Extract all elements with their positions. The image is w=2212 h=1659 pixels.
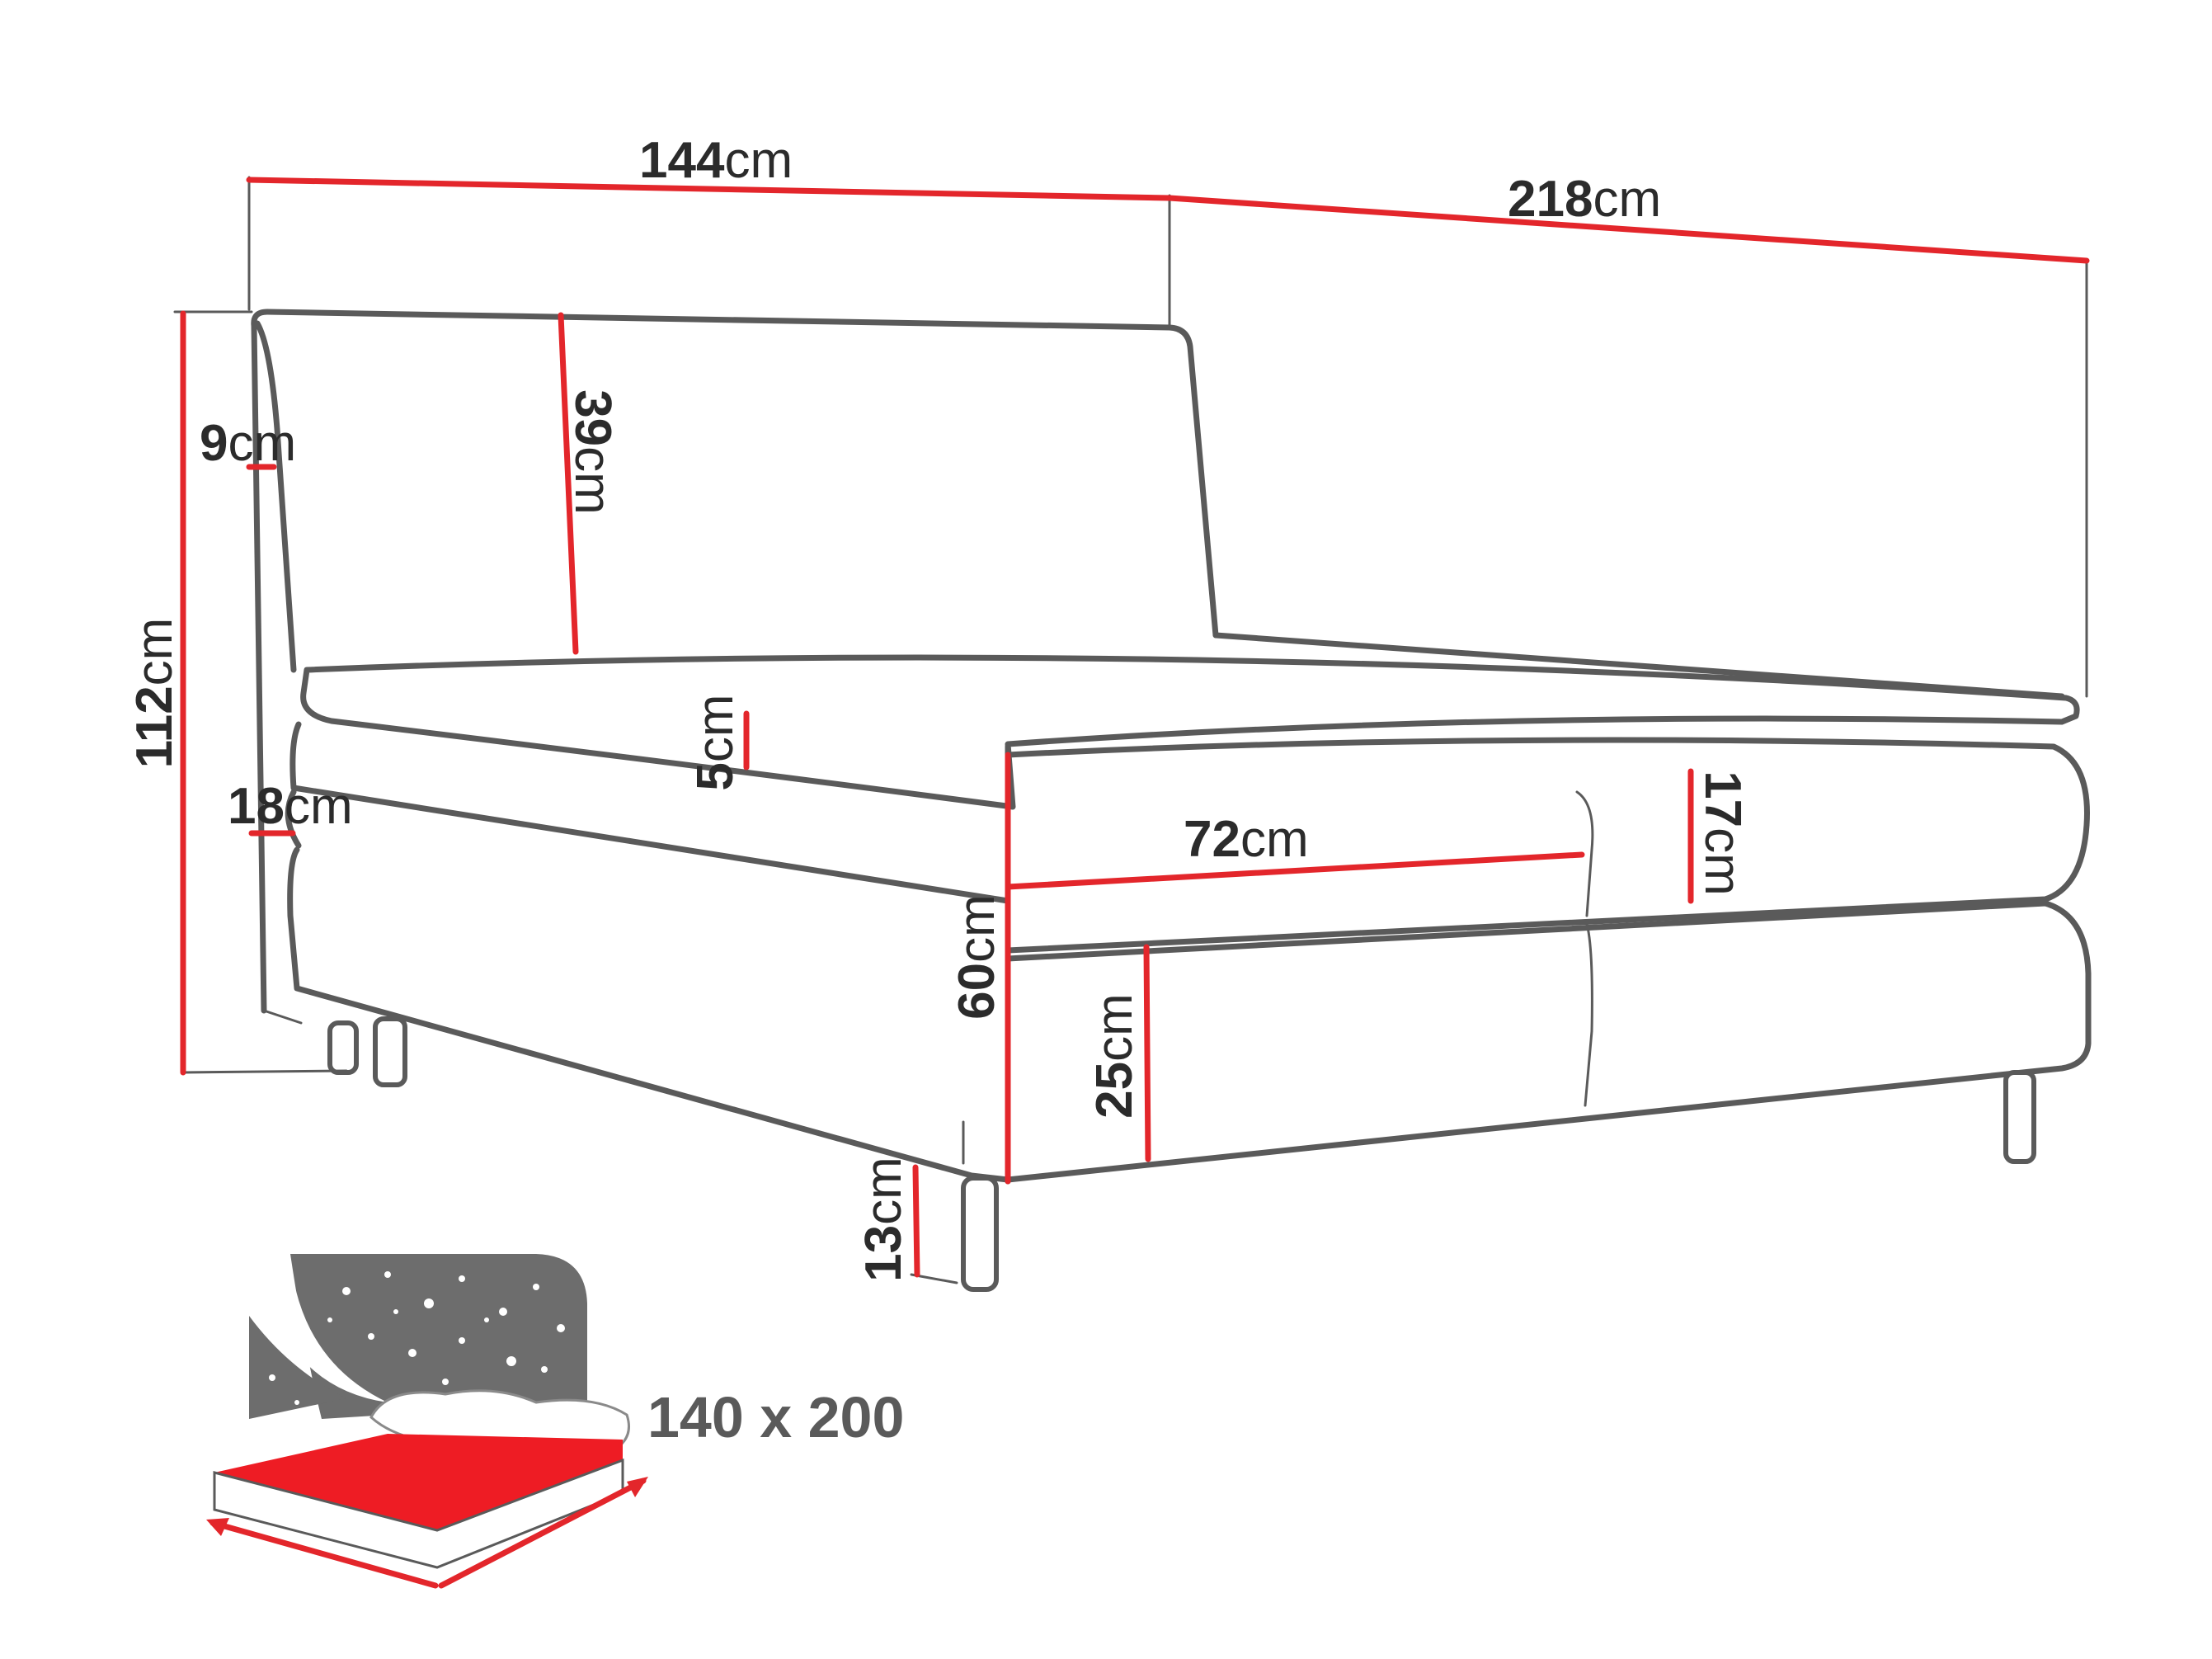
headboard-base	[262, 1009, 303, 1025]
upper-box-left	[289, 721, 1011, 904]
dim-line-lower-box	[1143, 944, 1151, 1162]
dim-line-length	[1166, 195, 2090, 264]
dimension-labels: 144cm 218cm 9cm 18cm 72cm 112cm 39cm 5cm…	[126, 132, 1751, 1282]
side-mid-curve	[285, 789, 302, 849]
headboard-side	[254, 320, 297, 673]
label-topper: 5cm	[687, 694, 744, 790]
lower-box-front	[1005, 900, 2092, 1183]
dimension-lines	[173, 176, 2090, 1284]
arrow-head-right	[627, 1477, 648, 1497]
front-divider-upper	[1575, 790, 1594, 917]
mattress-top	[214, 1434, 623, 1530]
night-sky-icon	[290, 1254, 587, 1419]
bed-outline	[251, 309, 2092, 1185]
label-upper-box: 17cm	[1694, 771, 1751, 896]
topper-outline	[300, 654, 2080, 810]
label-side-depth: 18cm	[228, 778, 353, 835]
upper-box-front	[1005, 737, 2090, 954]
label-leg: 13cm	[855, 1157, 912, 1282]
label-length: 218cm	[1508, 171, 1661, 228]
leg-back-mid	[373, 1016, 407, 1087]
dim-line-headboard-height	[558, 312, 579, 655]
label-headboard-depth: 9cm	[200, 415, 296, 472]
leg-front	[961, 1176, 999, 1292]
label-total-height: 112cm	[126, 618, 183, 769]
arrow-head-left	[206, 1518, 229, 1536]
stars-icon	[269, 1271, 565, 1405]
front-divider-lower	[1584, 922, 1593, 1107]
label-headboard-height: 39cm	[564, 389, 621, 515]
arrow-width	[209, 1520, 439, 1589]
arrow-length	[438, 1478, 647, 1589]
headboard-outline	[251, 309, 1219, 1014]
label-width: 144cm	[639, 132, 793, 189]
label-section-width: 72cm	[1184, 811, 1309, 868]
label-lower-box: 25cm	[1086, 993, 1143, 1119]
leg-back-left	[327, 1020, 359, 1075]
leg-front-right	[2003, 1070, 2036, 1164]
mattress-size-label: 140 x 200	[647, 1385, 904, 1449]
bed-legs	[327, 1016, 2036, 1292]
crescent-icon	[285, 1258, 388, 1402]
mattress-icon	[206, 1254, 648, 1589]
night-sky-left	[249, 1316, 346, 1419]
extension-height-bottom	[181, 1069, 348, 1074]
dim-line-section-width	[1005, 851, 1585, 890]
dim-line-leg	[912, 1164, 920, 1278]
dim-line-width	[246, 177, 1173, 201]
label-bed-height: 60cm	[948, 894, 1005, 1020]
lower-box-left	[287, 846, 1011, 1183]
